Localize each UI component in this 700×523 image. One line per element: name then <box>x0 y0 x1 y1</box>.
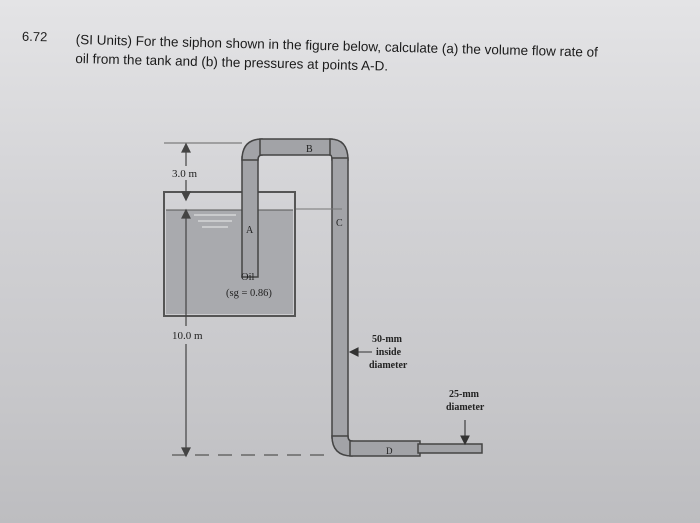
dimension-3m-label: 3.0 m <box>172 168 198 180</box>
leader-50mm <box>348 347 372 357</box>
free-surface-marks <box>194 214 236 228</box>
dimension-3m <box>181 142 191 202</box>
fluid-specific-gravity: (sg = 0.86) <box>226 288 272 299</box>
pipe-50mm-label-1: 50-mm <box>372 334 403 345</box>
point-c-label: C <box>336 218 343 229</box>
pipe-25mm-label-1: 25-mm <box>449 389 480 400</box>
leader-25mm <box>460 420 470 446</box>
pipe-50mm-label-2: inside <box>376 347 402 358</box>
fluid-name: Oil <box>241 272 255 283</box>
pipe-50mm-label-3: diameter <box>369 360 408 371</box>
point-d-label: D <box>386 446 393 456</box>
dimension-10m-label: 10.0 m <box>172 330 203 342</box>
dimension-10m <box>181 208 191 458</box>
oil-fill <box>166 210 293 314</box>
siphon-pipe <box>241 138 421 457</box>
point-a-label: A <box>246 225 254 236</box>
outlet-pipe <box>417 443 483 454</box>
pipe-25mm-label-2: diameter <box>446 402 485 413</box>
tank-wall <box>163 191 296 317</box>
point-b-label: B <box>306 144 313 155</box>
